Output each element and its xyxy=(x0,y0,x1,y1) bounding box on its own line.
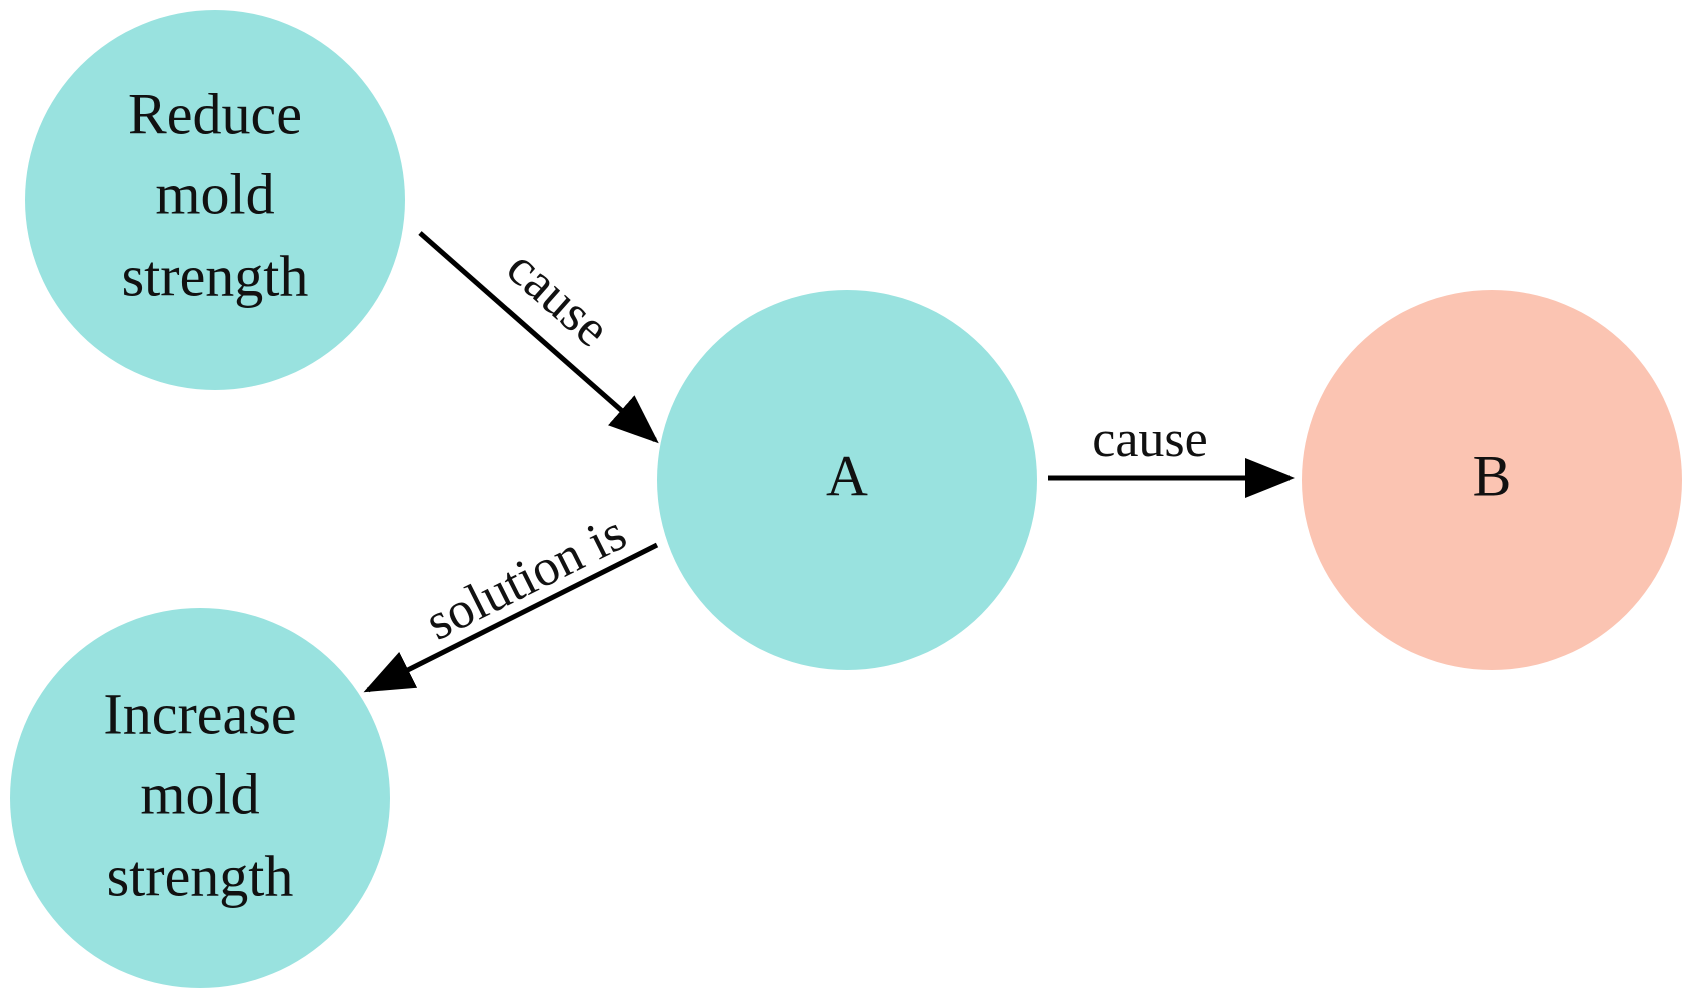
node-label-line-1: Increase xyxy=(103,681,296,746)
node-label-line-3: strength xyxy=(122,243,309,308)
node-label: A xyxy=(826,443,868,508)
edge-arrow xyxy=(418,231,659,444)
node-label-line-2: mold xyxy=(155,161,274,226)
node-label-line-1: Reduce xyxy=(128,81,302,146)
edge-a-to-increase: solution is xyxy=(363,504,659,693)
node-label-line-2: mold xyxy=(140,761,259,826)
node-label-line-3: strength xyxy=(107,843,294,908)
edge-a-to-b: cause xyxy=(1048,411,1295,498)
node-circle xyxy=(657,290,1037,670)
node-label: B xyxy=(1473,443,1512,508)
node-circle xyxy=(10,608,390,988)
edge-label: cause xyxy=(1092,411,1207,468)
node-b: B xyxy=(1302,290,1682,670)
edge-label: solution is xyxy=(417,504,635,651)
edge-arrow xyxy=(363,542,659,693)
node-reduce-mold-strength: Reduce mold strength xyxy=(25,10,405,390)
edge-label: cause xyxy=(496,239,620,358)
node-circle xyxy=(1302,290,1682,670)
node-increase-mold-strength: Increase mold strength xyxy=(10,608,390,988)
edge-reduce-to-a: cause xyxy=(418,231,659,444)
node-a: A xyxy=(657,290,1037,670)
node-circle xyxy=(25,10,405,390)
